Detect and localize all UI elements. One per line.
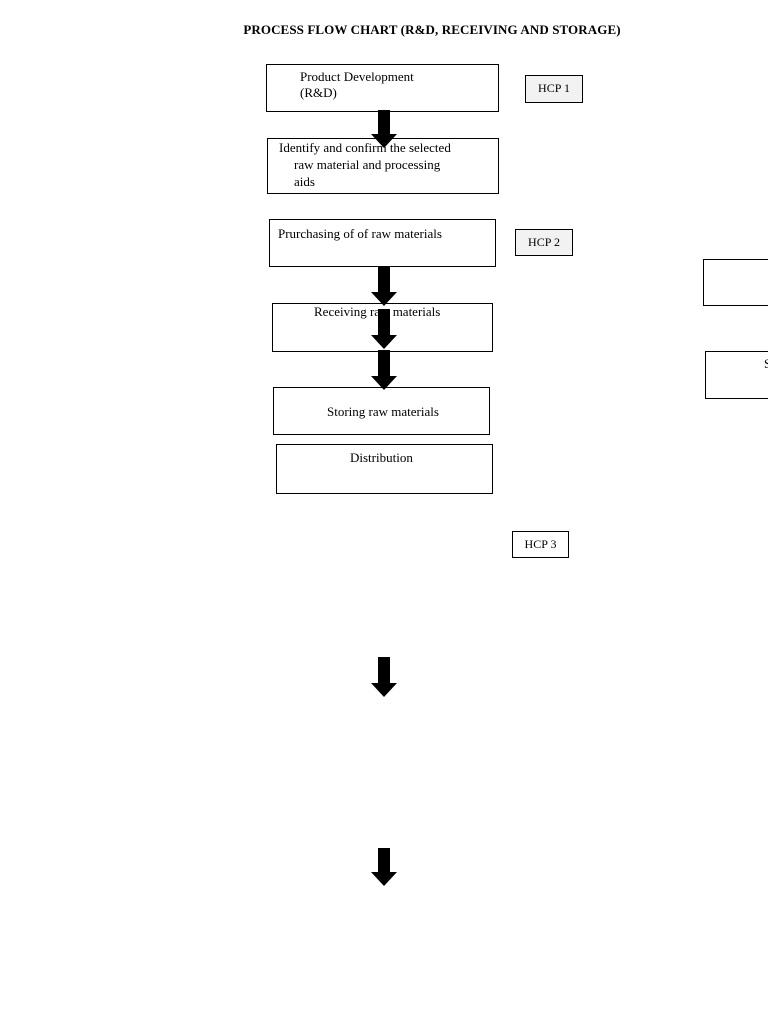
step-receiving-label: Receiving raw materials — [314, 304, 441, 319]
step-identify-line-1: Identify and confirm the selected — [279, 140, 451, 155]
page-title: PROCESS FLOW CHART (R&D, RECEIVING AND S… — [243, 22, 621, 37]
arrow-down-icon — [369, 309, 399, 349]
step-distribution: Distribution — [276, 444, 493, 494]
step-identify-line-3: aids — [294, 174, 315, 189]
hcp-1-label: HCP 1 — [525, 75, 583, 103]
arrow-down-icon — [369, 350, 399, 390]
arrow-down-icon — [369, 266, 399, 306]
step-purchasing-label: Prurchasing of of raw materials — [278, 226, 442, 241]
hcp-2-label: HCP 2 — [515, 229, 573, 256]
step-product-development-line-1: Product Development — [300, 69, 414, 84]
offscreen-box-1 — [703, 259, 768, 306]
offscreen-box-2 — [705, 351, 768, 399]
step-identify-raw-material: Identify and confirm the selected raw ma… — [267, 138, 499, 194]
step-identify-line-2: raw material and processing — [294, 157, 441, 172]
arrow-down-icon — [369, 110, 399, 148]
step-storing: Storing raw materials — [273, 387, 490, 435]
step-purchasing: Prurchasing of of raw materials — [269, 219, 496, 267]
step-distribution-label: Distribution — [350, 450, 413, 465]
offscreen-box-2-text-fragment: S — [764, 356, 768, 368]
step-storing-label: Storing raw materials — [327, 404, 439, 419]
hcp-3-label: HCP 3 — [512, 531, 569, 558]
step-product-development: Product Development (R&D) — [266, 64, 499, 112]
arrow-down-icon — [369, 848, 399, 886]
arrow-down-icon — [369, 657, 399, 697]
step-product-development-line-2: (R&D) — [300, 85, 337, 100]
